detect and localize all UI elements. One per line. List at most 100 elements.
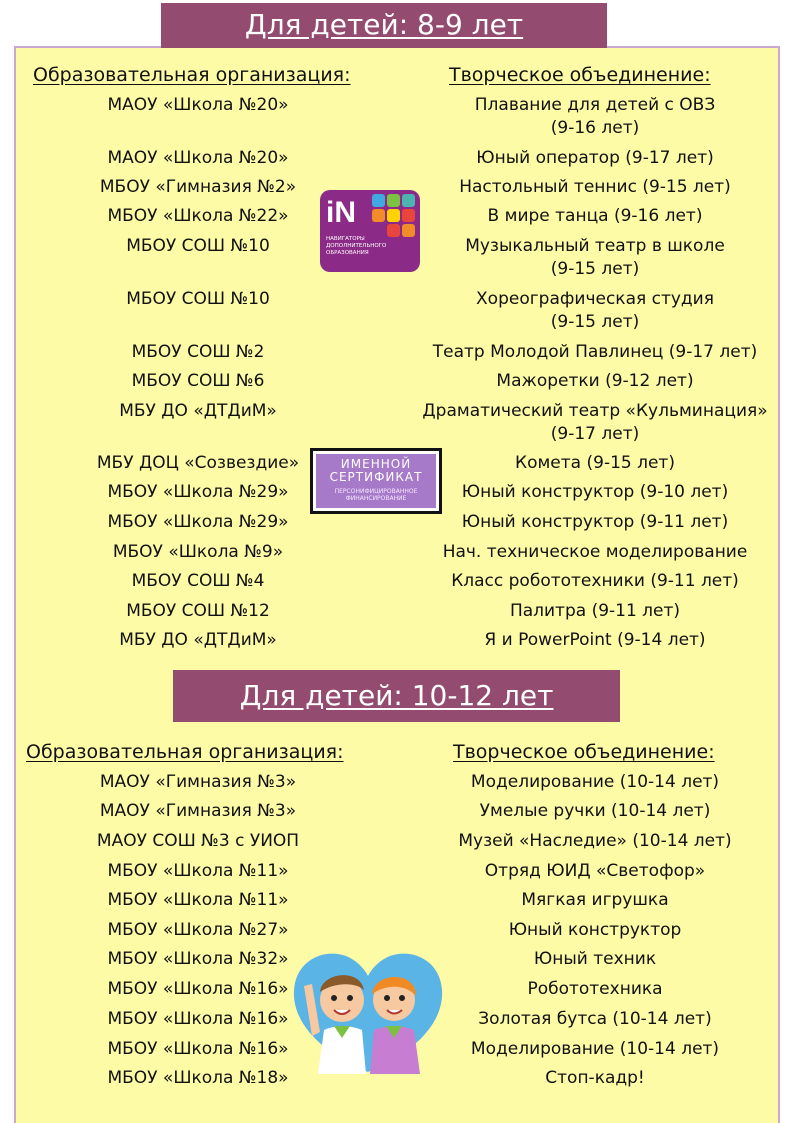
organization-name: МБОУ «Школа №16» bbox=[107, 1009, 289, 1029]
logo-mark: iN bbox=[326, 196, 356, 229]
club-name: Мажоретки (9-12 лет) bbox=[396, 370, 794, 393]
organization-name: МБОУ СОШ №4 bbox=[131, 571, 265, 591]
organization-name: МБОУ «Школа №16» bbox=[107, 1039, 289, 1059]
club-name: Драматический театр «Кульминация»(9-17 л… bbox=[396, 400, 794, 446]
organization-name: МБУ ДОЦ «Созвездие» bbox=[96, 453, 300, 473]
organization-name: МБОУ «Школа №32» bbox=[107, 949, 289, 969]
club-title: В мире танца (9-16 лет) bbox=[487, 206, 703, 226]
club-title: Мягкая игрушка bbox=[521, 890, 669, 910]
tile-icon bbox=[372, 194, 385, 207]
club-name: Хореографическая студия (9-15 лет) bbox=[396, 288, 794, 334]
club-name: Я и PowerPoint (9-14 лет) bbox=[396, 629, 794, 652]
club-title: Комета (9-15 лет) bbox=[515, 453, 675, 473]
club-title: Я и PowerPoint (9-14 лет) bbox=[484, 630, 706, 650]
kids-illustration bbox=[293, 953, 443, 1074]
club-name: Настольный теннис (9-15 лет) bbox=[396, 176, 794, 199]
tile-icon bbox=[372, 209, 385, 222]
tile-icon bbox=[402, 224, 415, 237]
tile-icon bbox=[402, 209, 415, 222]
club-title: Юный конструктор bbox=[508, 920, 682, 940]
organization-name: МАОУ «Школа №20» bbox=[107, 148, 289, 168]
club-name: Музей «Наследие» (10-14 лет) bbox=[396, 830, 794, 853]
logo-tiles bbox=[372, 194, 418, 238]
club-title: Музей «Наследие» (10-14 лет) bbox=[458, 831, 732, 851]
club-name: Золотая бутса (10-14 лет) bbox=[396, 1008, 794, 1031]
organization-name: МБУ ДО «ДТДиМ» bbox=[119, 401, 277, 421]
club-name: Класс робототехники (9-11 лет) bbox=[396, 570, 794, 593]
organization-name: МБОУ «Гимназия №2» bbox=[99, 177, 297, 197]
club-age: (9-16 лет) bbox=[550, 118, 640, 138]
club-title: Театр Молодой Павлинец (9-17 лет) bbox=[432, 342, 758, 362]
organization-name: МБОУ «Школа №11» bbox=[107, 890, 289, 910]
certificate-line1: ИМЕННОЙ bbox=[340, 457, 412, 471]
club-name: Юный конструктор (9-11 лет) bbox=[396, 511, 794, 534]
club-title: Моделирование (10-14 лет) bbox=[470, 1039, 720, 1059]
organization-name: МБУ ДО «ДТДиМ» bbox=[119, 630, 277, 650]
club-name: Юный оператор (9-17 лет) bbox=[396, 147, 794, 170]
organization-name: МБОУ «Школа №18» bbox=[107, 1068, 289, 1088]
organization-name: МБОУ СОШ №10 bbox=[126, 289, 270, 309]
club-title: Класс робототехники (9-11 лет) bbox=[451, 571, 739, 591]
club-title: Юный техник bbox=[533, 949, 657, 969]
club-title: Моделирование (10-14 лет) bbox=[470, 772, 720, 792]
organization-name: МБОУ «Школа №29» bbox=[107, 512, 289, 532]
club-name: Комета (9-15 лет) bbox=[396, 452, 794, 475]
certificate-line4: ФИНАНСИРОВАНИЕ bbox=[345, 495, 407, 502]
club-title: Нач. техническое моделирование bbox=[442, 542, 748, 562]
club-name: Театр Молодой Павлинец (9-17 лет) bbox=[396, 341, 794, 364]
club-title: Робототехника bbox=[527, 979, 663, 999]
column-header-organization: Образовательная организация: bbox=[33, 64, 351, 86]
club-name: Моделирование (10-14 лет) bbox=[396, 1038, 794, 1061]
organization-name: МБОУ «Школа №29» bbox=[107, 482, 289, 502]
club-age: (9-15 лет) bbox=[550, 312, 640, 332]
club-title: Музыкальный театр в школе bbox=[465, 236, 725, 256]
organization-name: МБОУ СОШ №10 bbox=[126, 236, 270, 256]
club-name: Нач. техническое моделирование bbox=[396, 541, 794, 564]
club-name: Юный конструктор (9-10 лет) bbox=[396, 481, 794, 504]
organization-name: МАОУ «Гимназия №3» bbox=[99, 801, 297, 821]
club-name: Умелые ручки (10-14 лет) bbox=[396, 800, 794, 823]
club-name: Мягкая игрушка bbox=[396, 889, 794, 912]
club-title: Мажоретки (9-12 лет) bbox=[496, 371, 694, 391]
organization-name: МАОУ «Гимназия №3» bbox=[99, 772, 297, 792]
certificate-line2: СЕРТИФИКАТ bbox=[329, 470, 423, 484]
organization-name: МБОУ «Школа №16» bbox=[107, 979, 289, 999]
organization-name: МАОУ СОШ №3 с УИОП bbox=[96, 831, 300, 851]
club-name: Юный конструктор bbox=[396, 919, 794, 942]
tile-icon bbox=[387, 224, 400, 237]
club-name: Палитра (9-11 лет) bbox=[396, 600, 794, 623]
column-header-club: Творческое объединение: bbox=[453, 741, 715, 763]
club-title: Плавание для детей с ОВЗ bbox=[474, 95, 716, 115]
column-header-organization: Образовательная организация: bbox=[26, 741, 344, 763]
club-title: Юный оператор (9-17 лет) bbox=[476, 148, 714, 168]
club-age: (9-15 лет) bbox=[550, 259, 640, 279]
club-name: В мире танца (9-16 лет) bbox=[396, 205, 794, 228]
club-name: Робототехника bbox=[396, 978, 794, 1001]
club-name: Моделирование (10-14 лет) bbox=[396, 771, 794, 794]
organization-name: МБОУ «Школа №22» bbox=[107, 206, 289, 226]
logo-caption: НАВИГАТОРЫ ДОПОЛНИТЕЛЬНОГО ОБРАЗОВАНИЯ bbox=[326, 236, 387, 256]
club-name: Музыкальный театр в школе (9-15 лет) bbox=[396, 235, 794, 281]
organization-name: МАОУ «Школа №20» bbox=[107, 95, 289, 115]
organization-name: МБОУ «Школа №11» bbox=[107, 861, 289, 881]
tile-icon bbox=[387, 194, 400, 207]
club-title: Хореографическая студия bbox=[476, 289, 714, 309]
club-title: Отряд ЮИД «Светофор» bbox=[484, 861, 706, 881]
certificate-badge: ИМЕННОЙ СЕРТИФИКАТ ПЕРСОНИФИЦИРОВАННОЕ Ф… bbox=[310, 448, 442, 514]
club-title: Золотая бутса (10-14 лет) bbox=[478, 1009, 712, 1029]
section-title-10-12: Для детей: 10-12 лет bbox=[173, 670, 620, 722]
club-age: (9-17 лет) bbox=[550, 424, 640, 444]
tile-icon bbox=[402, 194, 415, 207]
club-title: Настольный теннис (9-15 лет) bbox=[459, 177, 731, 197]
navigators-logo: iN НАВИГАТОРЫ ДОПОЛНИТЕЛЬНОГО ОБРАЗОВАНИ… bbox=[320, 190, 420, 272]
column-header-club: Творческое объединение: bbox=[449, 64, 711, 86]
section-title-8-9: Для детей: 8-9 лет bbox=[161, 3, 607, 48]
club-title: Умелые ручки (10-14 лет) bbox=[479, 801, 711, 821]
club-title: Юный конструктор (9-11 лет) bbox=[461, 512, 729, 532]
tile-icon bbox=[387, 209, 400, 222]
organization-name: МБОУ СОШ №12 bbox=[126, 601, 270, 621]
club-name: Юный техник bbox=[396, 948, 794, 971]
club-title: Юный конструктор (9-10 лет) bbox=[461, 482, 729, 502]
club-name: Плавание для детей с ОВЗ (9-16 лет) bbox=[396, 94, 794, 140]
organization-name: МБОУ СОШ №6 bbox=[131, 371, 265, 391]
